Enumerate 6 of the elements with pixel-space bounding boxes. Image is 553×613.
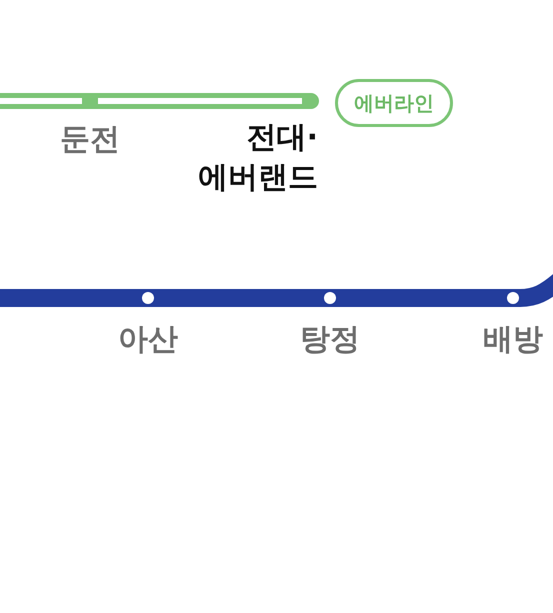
station-name: 배방 — [483, 322, 543, 358]
line-badge: 에버라인 — [335, 79, 453, 127]
station-name: 탕정 — [300, 322, 360, 358]
station-name: 아산 — [118, 322, 178, 358]
station-name: 전대·에버랜드 — [197, 119, 318, 197]
station-name: 둔전 — [60, 122, 120, 158]
